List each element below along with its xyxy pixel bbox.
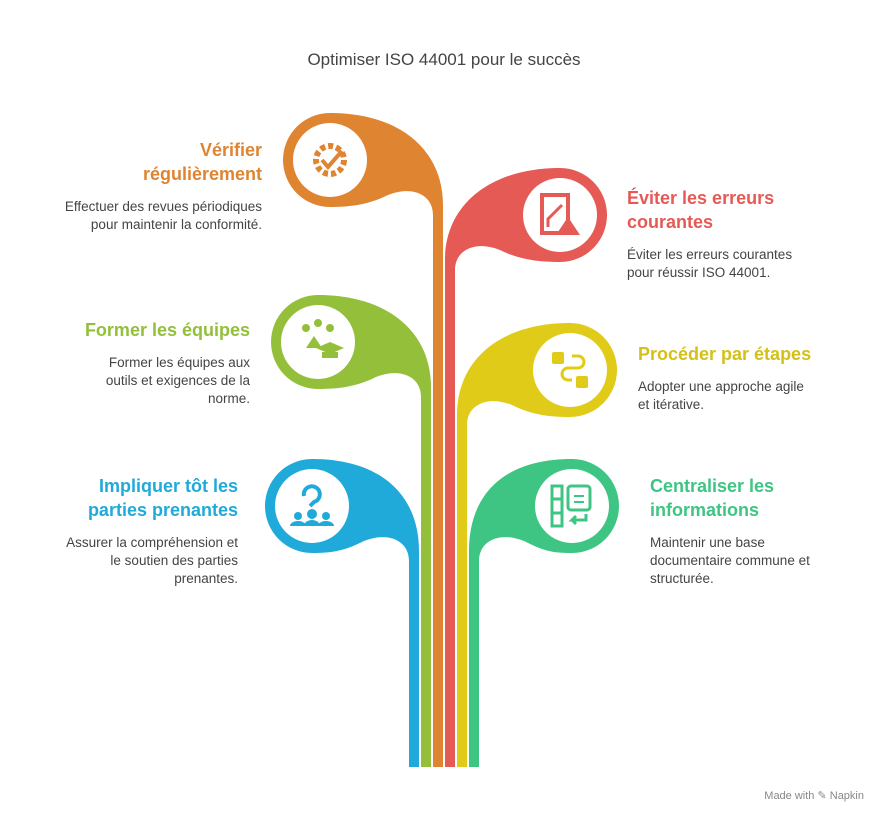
item-heading: Former les équipes	[84, 320, 250, 340]
leaf-verifier	[283, 113, 443, 767]
item-centraliser: Centraliser les informations Maintenir u…	[650, 474, 850, 588]
iterative-steps-icon	[552, 352, 588, 388]
leaf-impliquer	[265, 459, 419, 767]
leaf-centraliser	[469, 459, 619, 767]
item-text: Maintenir une base documentaire commune …	[650, 535, 810, 586]
item-text: Adopter une approche agile et itérative.	[638, 379, 804, 412]
team-graduation-icon	[302, 319, 344, 358]
stakeholders-question-icon	[290, 484, 334, 526]
item-proceder: Procéder par étapes Adopter une approche…	[638, 342, 838, 414]
icon-badge	[535, 469, 609, 543]
item-eviter: Éviter les erreurs courantes Éviter les …	[627, 186, 827, 282]
item-heading: Procéder par étapes	[638, 344, 812, 364]
item-text: Effectuer des revues périodiques pour ma…	[64, 199, 262, 232]
documents-icon	[550, 484, 592, 528]
gear-check-icon	[313, 143, 347, 177]
road-warning-icon	[540, 193, 580, 235]
item-heading: Vérifier régulièrement	[142, 140, 262, 184]
item-text: Assurer la compréhension et le soutien d…	[66, 535, 238, 586]
icon-badge	[533, 333, 607, 407]
item-text: Former les équipes aux outils et exigenc…	[105, 355, 250, 406]
item-former: Former les équipes Former les équipes au…	[50, 318, 250, 408]
item-heading: Éviter les erreurs courantes	[627, 188, 775, 232]
leaf-former	[271, 295, 431, 767]
leaf-eviter	[445, 168, 607, 767]
made-with-napkin: Made with ✎ Napkin	[764, 790, 864, 802]
item-text: Éviter les erreurs courantes pour réussi…	[627, 247, 793, 280]
icon-badge	[523, 178, 597, 252]
item-verifier: Vérifier régulièrement Effectuer des rev…	[62, 138, 262, 234]
item-impliquer: Impliquer tôt les parties prenantes Assu…	[38, 474, 238, 588]
item-heading: Impliquer tôt les parties prenantes	[87, 476, 238, 520]
leaf-proceder	[457, 323, 617, 767]
icon-badge	[293, 123, 367, 197]
diagram-title: Optimiser ISO 44001 pour le succès	[307, 50, 581, 69]
item-heading: Centraliser les informations	[650, 476, 775, 520]
